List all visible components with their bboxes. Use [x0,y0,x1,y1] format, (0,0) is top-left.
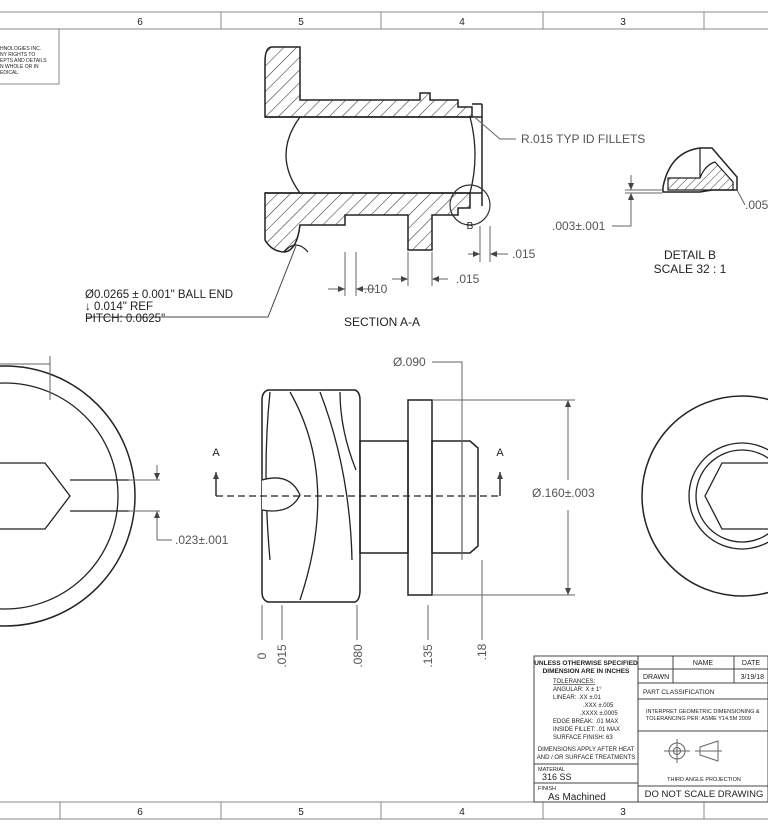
ordinate-015: .015 [275,644,289,668]
detail-title: DETAIL B [664,248,716,262]
note-line-3: EPTS AND DETAILS [0,58,47,64]
right-end-view [641,395,768,597]
tb-unless-1: UNLESS OTHERWISE SPECIFIED [534,660,638,667]
ordinate-18: .18 [475,643,489,660]
section-title: SECTION A-A [344,315,420,329]
tb-material-label: MATERIAL [538,767,565,773]
detail-dim-005: .005 [745,198,768,212]
detail-scale: SCALE 32 : 1 [654,262,727,276]
tb-drawn-date: 3/19/18 [741,674,764,681]
note-line-2: NY RIGHTS TO [0,52,35,58]
section-arrow-left-label: A [212,447,220,459]
dim-015-right: .015 [512,247,536,261]
zone-bottom-4: 4 [459,807,465,818]
tb-projection: THIRD ANGLE PROJECTION [667,777,741,783]
zone-bottom-5: 5 [298,807,304,818]
tb-linear-xxx: .XXX ±.005 [583,703,614,709]
front-view: A A Ø.090 Ø.160±.003 0 .015 .080 .135 .1… [212,355,595,668]
tb-linear-xxxx: .XXXX ±.0005 [580,711,618,717]
note-line-5: EDICAL. [0,70,19,76]
tb-angular: ANGULAR: X ± 1° [553,687,602,693]
ball-end-note: Ø0.0265 ± 0.001" BALL END [85,289,233,301]
dia-090: Ø.090 [393,355,426,369]
ordinate-135: .135 [421,644,435,668]
zone-bottom-3: 3 [620,807,626,818]
title-block: UNLESS OTHERWISE SPECIFIED DIMENSION ARE… [533,655,768,803]
detail-b-callout: B [467,221,474,232]
zone-bottom-6: 6 [137,807,143,818]
ball-depth-note: ↓ 0.014" REF [85,301,153,313]
tb-heat-1: DIMENSIONS APPLY AFTER HEAT [538,747,635,753]
zone-top-4: 4 [459,17,465,28]
tb-date-header: DATE [742,660,760,667]
tb-finish-label: FINISH [538,786,556,792]
zone-labels: 6 5 4 3 6 5 4 3 [137,17,626,818]
tb-part-class: PART CLASSIFICATION [643,689,715,696]
dim-023: .023±.001 [175,533,229,547]
tb-unless-2: DIMENSION ARE IN INCHES [543,668,630,675]
section-arrow-right-label: A [496,447,504,459]
tb-material: 316 SS [542,772,572,782]
fillet-note: R.015 TYP ID FILLETS [521,132,645,146]
tb-inside-fillet: INSIDE FILLET: .01 MAX [553,727,620,733]
note-line-1: HNOLOGIES INC. [0,46,41,52]
projection-symbol-icon [664,739,722,763]
zone-top-3: 3 [620,17,626,28]
tb-gdt-1: INTERPRET GEOMETRIC DIMENSIONING & [646,709,760,715]
detail-b-view: .005 .003±.001 DETAIL B SCALE 32 : 1 [552,147,768,276]
zone-top-6: 6 [137,17,143,28]
dia-160: Ø.160±.003 [532,486,595,500]
tb-drawn-label: DRAWN [643,674,669,681]
tb-name-header: NAME [693,660,714,667]
tb-heat-2: AND / OR SURFACE TREATMENTS [537,755,635,761]
pitch-note: PITCH: 0.0625" [85,313,165,325]
note-line-4: N WHOLE OR IN [0,64,39,70]
tb-surface-finish: SURFACE FINISH: 63 [553,735,613,741]
tb-gdt-2: TOLERANCING PER: ASME Y14.5M 2009 [646,716,751,722]
dim-015-mid: .015 [456,272,480,286]
tb-tolerances: TOLERANCES: [553,679,596,685]
section-view: B R.015 TYP ID FILLETS .015 .015 .010 Ø0… [85,46,645,329]
tb-finish: As Machined [548,792,606,803]
ordinate-0: 0 [255,652,269,659]
ordinate-080: .080 [351,644,365,668]
sheet-border [0,11,768,820]
dim-010: .010 [364,282,388,296]
detail-dim-003: .003±.001 [552,219,606,233]
zone-top-5: 5 [298,17,304,28]
proprietary-note: HNOLOGIES INC. NY RIGHTS TO EPTS AND DET… [0,28,60,85]
tb-edge-break: EDGE BREAK: .01 MAX [553,719,618,725]
left-end-view: .023±.001 [0,356,229,627]
tb-do-not-scale: DO NOT SCALE DRAWING [645,789,764,800]
tb-linear: LINEAR: .XX ±.01 [553,695,602,701]
